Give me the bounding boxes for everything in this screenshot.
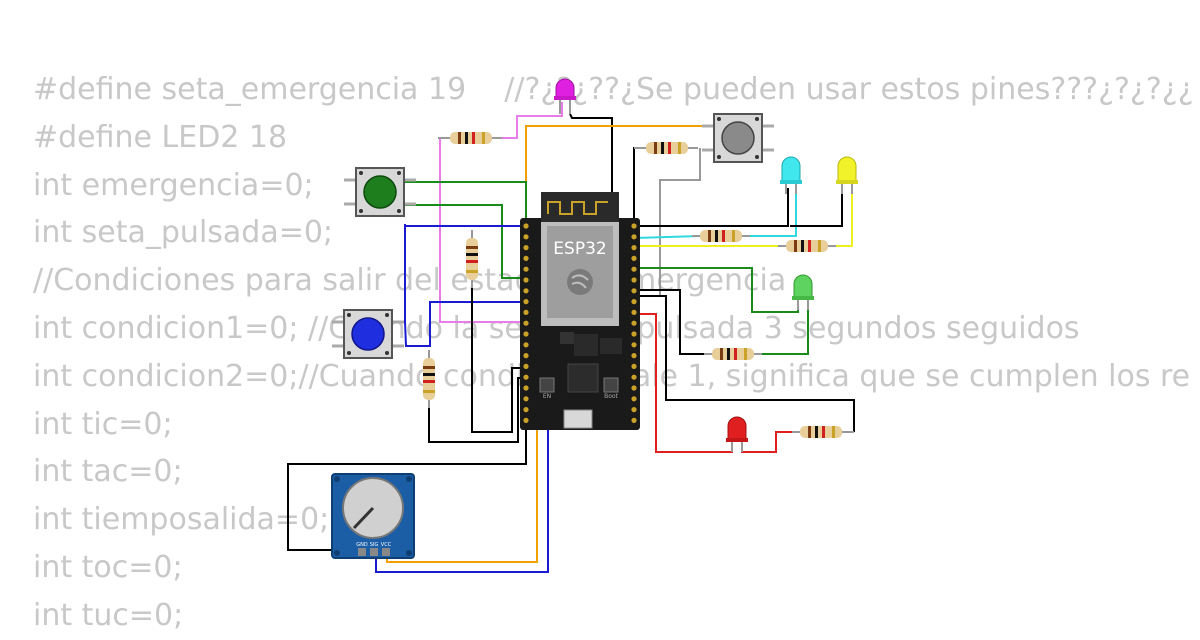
header-pin bbox=[631, 309, 637, 315]
header-pin bbox=[631, 320, 637, 326]
wire-green bbox=[405, 204, 523, 279]
header-pin bbox=[631, 266, 637, 272]
code-line: int toc=0; bbox=[33, 549, 183, 585]
header-pin bbox=[523, 407, 529, 413]
code-line: #define LED2 18 bbox=[33, 119, 288, 155]
header-pin bbox=[631, 417, 637, 423]
led-red[interactable] bbox=[726, 416, 748, 452]
header-pin bbox=[523, 331, 529, 337]
header-pin bbox=[523, 309, 529, 315]
boot-button[interactable] bbox=[603, 377, 619, 393]
pot-pin-label: SIG bbox=[370, 542, 379, 548]
header-pin bbox=[631, 223, 637, 229]
resistor bbox=[423, 350, 435, 408]
resistor bbox=[704, 348, 762, 360]
esp32-board: ESP32 Boot EN bbox=[520, 192, 640, 430]
potentiometer[interactable]: GND SIG VCC bbox=[331, 473, 415, 559]
code-line: int tuc=0; bbox=[33, 597, 184, 633]
header-pin bbox=[631, 255, 637, 261]
wire-green bbox=[405, 181, 527, 234]
button-gray[interactable] bbox=[702, 113, 774, 163]
resistor bbox=[778, 240, 836, 252]
wire-black bbox=[634, 289, 712, 355]
pot-pin-label: GND bbox=[356, 542, 368, 548]
header-pin bbox=[523, 396, 529, 402]
header-pin bbox=[523, 374, 529, 380]
pin-header-left bbox=[523, 223, 529, 423]
header-pin bbox=[523, 277, 529, 283]
led-cyan[interactable] bbox=[780, 156, 802, 194]
resistor bbox=[692, 230, 750, 242]
header-pin bbox=[523, 223, 529, 229]
header-pin bbox=[631, 299, 637, 305]
header-pin bbox=[523, 299, 529, 305]
resistor bbox=[438, 132, 502, 144]
wire-black bbox=[634, 188, 789, 227]
led-green[interactable] bbox=[792, 274, 814, 310]
code-line: #define seta_emergencia 19 //?¿?¿??¿Se p… bbox=[33, 72, 1194, 107]
led-yellow[interactable] bbox=[836, 156, 858, 194]
header-pin bbox=[523, 417, 529, 423]
button-green[interactable] bbox=[344, 167, 416, 217]
header-pin bbox=[523, 266, 529, 272]
board-label: ESP32 bbox=[553, 239, 606, 259]
header-pin bbox=[631, 353, 637, 359]
header-pin bbox=[523, 385, 529, 391]
header-pin bbox=[631, 363, 637, 369]
led-magenta[interactable] bbox=[554, 78, 576, 114]
header-pin bbox=[631, 374, 637, 380]
wire-blue bbox=[404, 224, 523, 347]
code-line: int emergencia=0; bbox=[33, 167, 314, 203]
resistor bbox=[792, 426, 854, 438]
code-line: int tac=0; bbox=[33, 454, 183, 490]
espressif-logo-icon bbox=[567, 269, 593, 295]
wire-gray bbox=[635, 148, 701, 297]
pot-pin-label: VCC bbox=[381, 542, 392, 548]
wire-yellow bbox=[828, 188, 853, 247]
header-pin bbox=[631, 245, 637, 251]
wire-cyan bbox=[633, 235, 701, 239]
header-pin bbox=[523, 288, 529, 294]
header-pin bbox=[631, 331, 637, 337]
usb-port bbox=[563, 409, 593, 429]
wire-cyan bbox=[742, 186, 797, 237]
resistors bbox=[423, 132, 854, 438]
header-pin bbox=[631, 234, 637, 240]
header-pin bbox=[523, 255, 529, 261]
wire-black bbox=[428, 377, 523, 443]
header-pin bbox=[631, 407, 637, 413]
header-pin bbox=[631, 396, 637, 402]
resistor bbox=[466, 230, 478, 288]
wire-black bbox=[790, 186, 843, 227]
wire-red bbox=[741, 431, 800, 453]
header-pin bbox=[631, 385, 637, 391]
wire-black bbox=[640, 295, 855, 432]
resistor bbox=[634, 142, 698, 154]
code-line: int tic=0; bbox=[33, 406, 173, 442]
header-pin bbox=[523, 245, 529, 251]
code-editor-background: #define seta_emergencia 19 //?¿?¿??¿Se p… bbox=[33, 66, 1194, 640]
wire-green bbox=[752, 302, 809, 355]
wire-black bbox=[471, 268, 523, 433]
code-line: int seta_pulsada=0; bbox=[33, 215, 334, 251]
wire-pink bbox=[439, 102, 563, 323]
header-pin bbox=[523, 342, 529, 348]
header-pin bbox=[631, 277, 637, 283]
header-pin bbox=[523, 234, 529, 240]
header-pin bbox=[523, 353, 529, 359]
en-label: EN bbox=[543, 393, 551, 400]
pin-header-right bbox=[631, 223, 637, 423]
wire-black bbox=[287, 398, 527, 551]
button-blue[interactable] bbox=[332, 309, 404, 359]
wire-red bbox=[634, 313, 733, 453]
en-button[interactable] bbox=[539, 377, 555, 393]
header-pin bbox=[631, 288, 637, 294]
boot-label: Boot bbox=[604, 393, 618, 400]
header-pin bbox=[631, 342, 637, 348]
header-pin bbox=[523, 363, 529, 369]
header-pin bbox=[523, 320, 529, 326]
wire-black bbox=[633, 147, 652, 224]
